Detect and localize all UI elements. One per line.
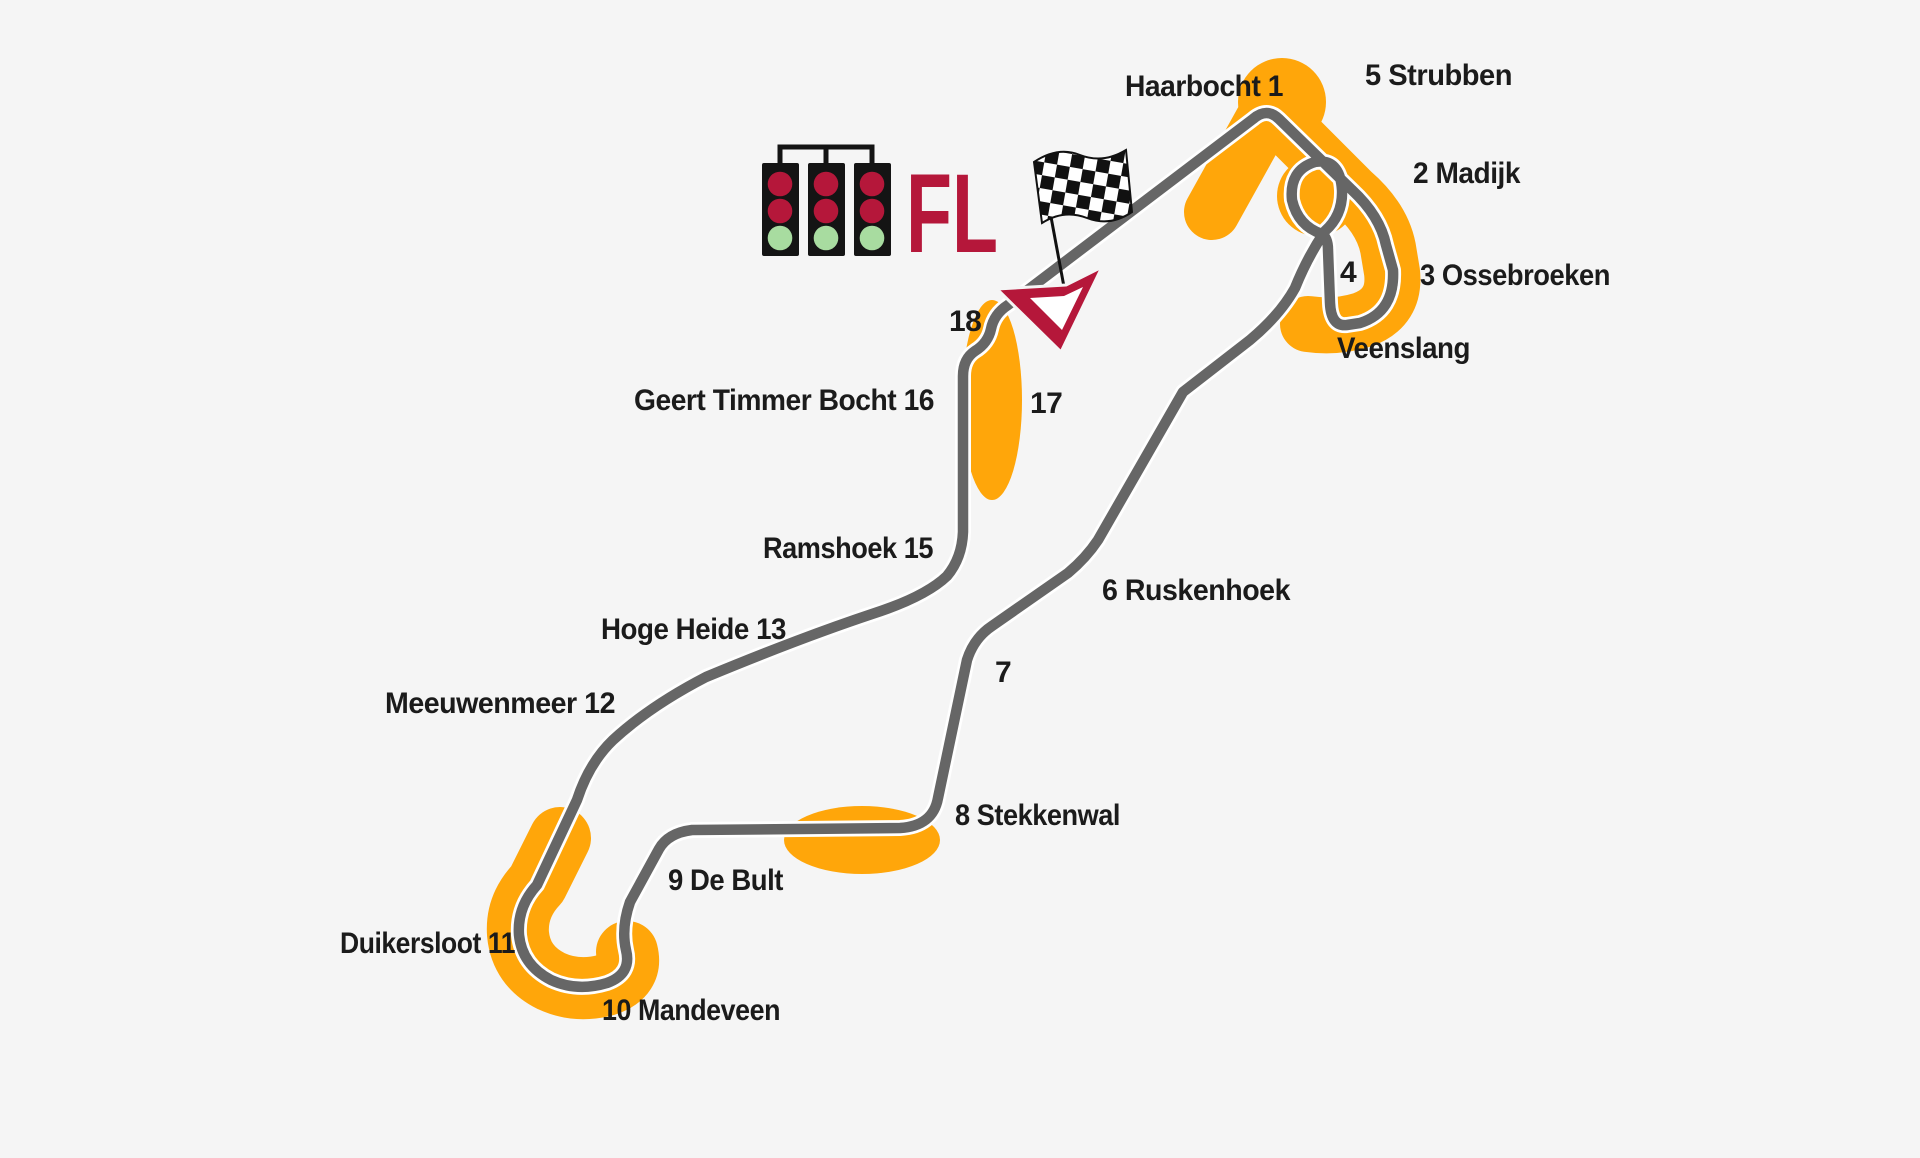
red-lamp (859, 198, 885, 224)
red-lamp (813, 171, 839, 197)
corner-label-meeuwenmeer: Meeuwenmeer 12 (385, 687, 615, 720)
corner-label-duikersloot: Duikersloot 11 (340, 927, 515, 960)
start-lights-bracket (777, 144, 875, 164)
corner-labels: Haarbocht 1 5 Strubben 2 Madijk 3 Ossebr… (340, 59, 1611, 1027)
corner-label-ramshoek: Ramshoek 15 (763, 532, 933, 565)
green-lamp (859, 225, 885, 251)
corner-label-ruskenhoek: 6 Ruskenhoek (1102, 574, 1291, 607)
red-lamp (813, 198, 839, 224)
corner-label-7: 7 (995, 656, 1011, 689)
corner-label-mandeveen: 10 Mandeveen (602, 994, 780, 1027)
green-lamp (767, 225, 793, 251)
red-lamp (859, 171, 885, 197)
red-lamp (767, 198, 793, 224)
finish-flag-icon (1032, 148, 1134, 304)
corner-label-hoge-heide: Hoge Heide 13 (601, 613, 786, 646)
corner-label-madijk: 2 Madijk (1413, 157, 1521, 190)
green-lamp (813, 225, 839, 251)
corner-label-haarbocht: Haarbocht 1 (1125, 70, 1283, 103)
corner-label-de-bult: 9 De Bult (668, 864, 783, 897)
finish-line-label: FL (906, 151, 998, 276)
corner-label-17: 17 (1030, 387, 1062, 420)
start-lights-icon (762, 144, 891, 256)
corner-label-veenslang: Veenslang (1337, 332, 1470, 365)
corner-label-geert-timmer-bocht: Geert Timmer Bocht 16 (634, 384, 934, 417)
flag-cloth (1032, 148, 1134, 225)
runoff-haarbocht-peak (1238, 58, 1326, 146)
red-lamp (767, 171, 793, 197)
corner-label-18: 18 (949, 305, 981, 338)
corner-label-strubben: 5 Strubben (1365, 59, 1512, 92)
corner-label-stekkenwal: 8 Stekkenwal (955, 799, 1120, 832)
corner-label-ossebroeken: 3 Ossebroeken (1420, 259, 1610, 292)
corner-label-4: 4 (1340, 256, 1357, 289)
direction-arrow-icon (995, 265, 1104, 354)
direction-arrow-inner (1030, 287, 1083, 330)
